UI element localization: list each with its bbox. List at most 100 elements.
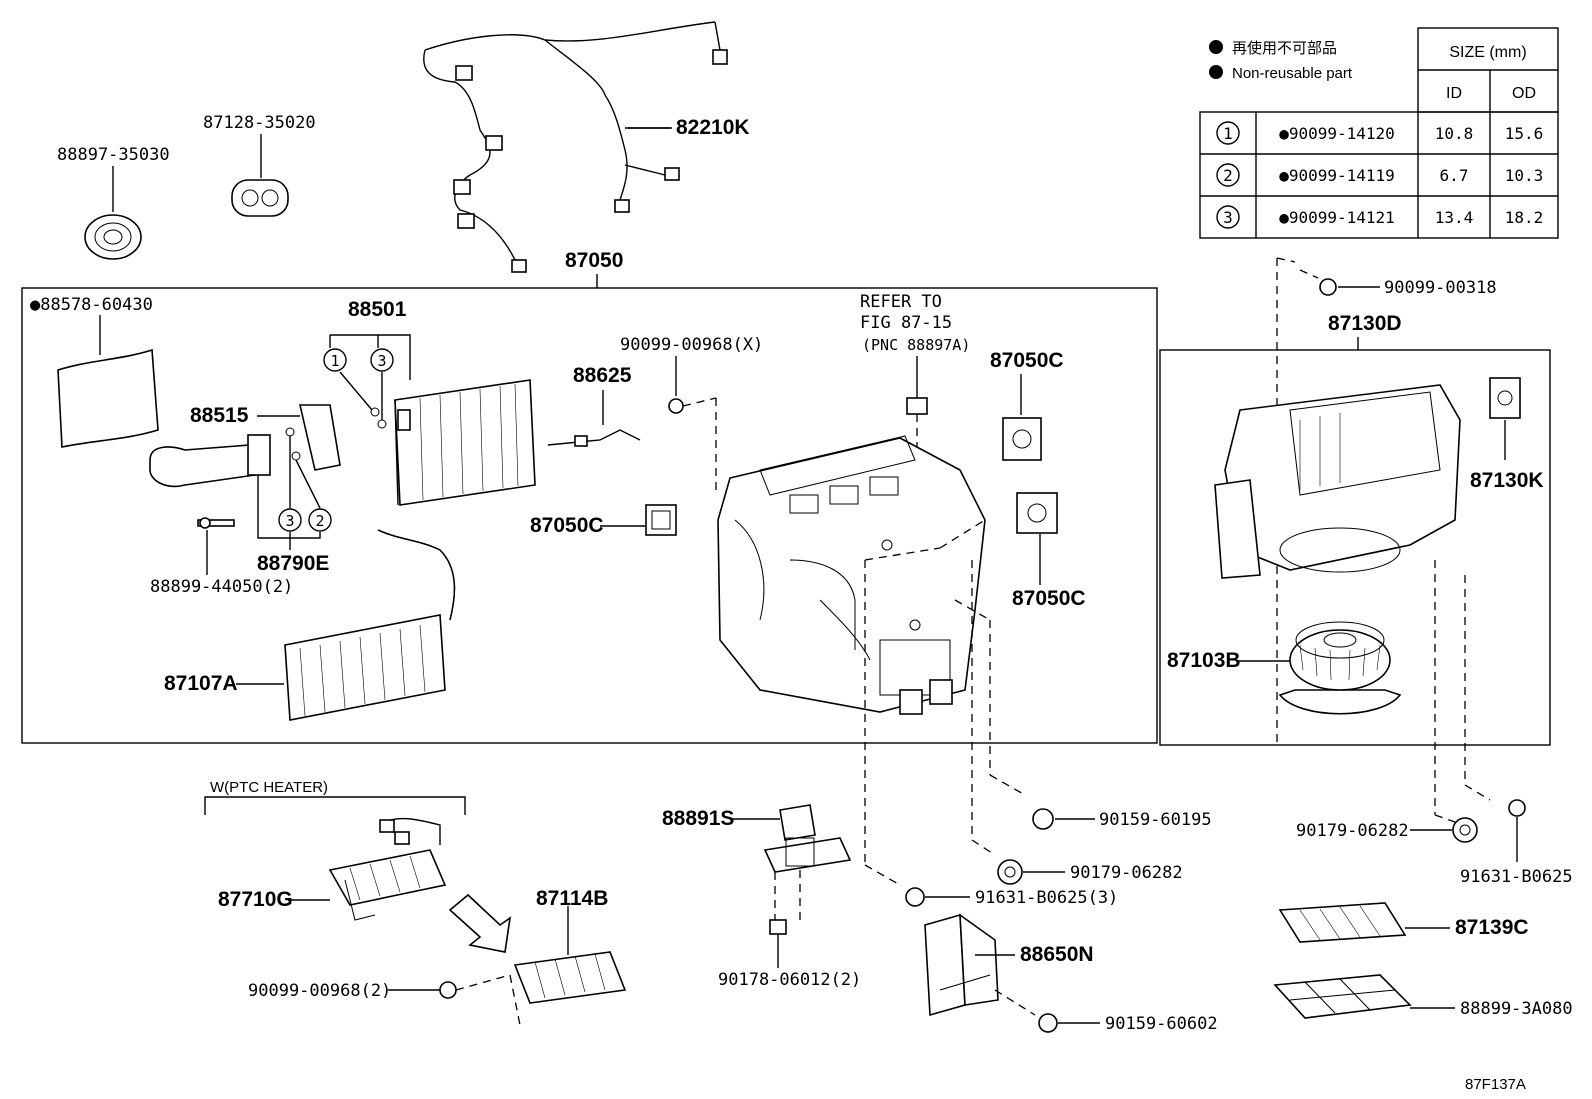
screw-88899-44050: 88899-44050(2) <box>150 517 293 597</box>
part-label-87050: 87050 <box>565 249 623 272</box>
grommet-icon <box>231 179 289 217</box>
blower-unit-assembly-box <box>1159 349 1551 746</box>
servo-motor-icon <box>1002 417 1042 461</box>
table-row-ref: 2 <box>1223 166 1233 185</box>
heater-core-icon <box>284 614 446 721</box>
part-label-88899-44050: 88899-44050(2) <box>150 577 293 597</box>
screw-91631-b0625-3: 91631-B0625(3) <box>905 887 1118 908</box>
connector-icon <box>455 65 473 81</box>
legend-bullet-icon <box>1209 65 1223 79</box>
blower-motor-87103b: 87103B <box>1167 621 1402 715</box>
expansion-valve-88515: 88515 <box>149 404 341 488</box>
table-row-od: 18.2 <box>1505 208 1544 227</box>
size-table-col-od: OD <box>1512 85 1536 102</box>
part-label-91631-b0625-right: 91631-B0625 <box>1460 867 1573 887</box>
part-label-87130k: 87130K <box>1470 469 1544 492</box>
ptc-heater-group: W(PTC HEATER) 87710G 87114B 90099-00968(… <box>204 779 627 1026</box>
part-label-90179-06282-right: 90179-06282 <box>1296 821 1409 841</box>
filter-87139c: 87139C <box>1278 902 1529 943</box>
screw-icon <box>1508 799 1526 817</box>
part-label-90099-00968x: 90099-00968(X) <box>620 335 763 355</box>
part-label-87103b: 87103B <box>1167 649 1241 672</box>
grommet-87128-35020: 87128-35020 <box>203 113 316 217</box>
nut-90179-06282-right: 90179-06282 <box>1296 817 1478 843</box>
heater-case-icon <box>717 437 986 713</box>
connector-icon <box>379 819 395 833</box>
part-label-88891s: 88891S <box>662 807 734 830</box>
legend-bullet-icon <box>1209 40 1223 54</box>
blower-case-icon <box>1224 384 1461 571</box>
part-label-88501: 88501 <box>348 298 407 321</box>
part-label-88899-3a080: 88899-3A080 <box>1460 999 1573 1019</box>
part-label-82210k: 82210K <box>676 116 750 139</box>
legend-text-jp: 再使用不可部品 <box>1232 40 1337 57</box>
blower-fan-icon <box>1289 629 1391 691</box>
connector-icon <box>457 213 475 229</box>
circle-ref-2: 2 <box>315 512 324 530</box>
sensor-88625: 88625 <box>547 364 641 447</box>
part-label-90179-06282-center: 90179-06282 <box>1070 863 1183 883</box>
heater-core-87107a: 87107A <box>164 529 456 721</box>
reference-note-line3: (PNC 88897A) <box>862 336 970 354</box>
nut-icon <box>769 919 787 935</box>
refrigerant-pipe-icon <box>149 444 256 488</box>
reference-note-line2: FIG 87-15 <box>860 313 952 333</box>
wire-harness-82210k: 82210K <box>423 21 750 273</box>
screw-icon <box>439 981 457 999</box>
screw-90159-60602: 90159-60602 <box>1038 1013 1218 1034</box>
table-row-id: 10.8 <box>1435 124 1474 143</box>
connector-icon <box>453 179 471 195</box>
part-label-90178-06012: 90178-06012(2) <box>718 970 861 990</box>
part-label-87114b: 87114B <box>536 887 608 910</box>
screw-icon <box>197 519 235 527</box>
size-table-col-id: ID <box>1446 85 1462 102</box>
mount-88891s: 88891S 90178-06012(2) <box>662 804 861 990</box>
connector-icon <box>485 135 503 151</box>
circle-ref-3: 3 <box>377 352 386 370</box>
part-label-88578-60430: ●88578-60430 <box>30 295 153 315</box>
table-row: 1 ●90099-14120 10.8 15.6 <box>1216 121 1543 145</box>
screw-90099-00968x: 90099-00968(X) <box>620 335 763 490</box>
servo-motor-87050c-bottom: 87050C <box>1012 492 1086 610</box>
table-row-id: 6.7 <box>1440 166 1469 185</box>
connector-icon <box>664 167 680 181</box>
connector-icon <box>614 199 630 213</box>
diagram-code: 87F137A <box>1465 1076 1526 1093</box>
table-row-part: ●90099-14119 <box>1279 166 1395 185</box>
screw-icon <box>905 887 925 907</box>
size-table: SIZE (mm) ID OD 1 ●90099-14120 10.8 15.6… <box>1199 27 1559 239</box>
size-table-title: SIZE (mm) <box>1449 44 1526 61</box>
evaporator-core-icon <box>394 379 536 506</box>
part-label-87050c-left: 87050C <box>530 514 604 537</box>
screw-icon <box>668 398 684 414</box>
valve-body-icon <box>298 404 341 471</box>
circle-ref-1: 1 <box>330 352 339 370</box>
grommet-88897-35030: 88897-35030 <box>57 145 170 260</box>
reference-note: REFER TO FIG 87-15 (PNC 88897A) <box>860 292 970 548</box>
servo-motor-87050c-top: 87050C <box>990 349 1064 461</box>
ptc-element-icon <box>513 951 627 1004</box>
part-label-88897-35030: 88897-35030 <box>57 145 170 165</box>
servo-motor-icon <box>1016 492 1058 534</box>
connector-icon <box>394 831 410 845</box>
circle-ref-3: 3 <box>285 512 294 530</box>
cabin-filter-icon <box>1278 902 1407 943</box>
connector-icon <box>712 49 728 65</box>
ecu-88650n: 88650N <box>924 913 1094 1017</box>
table-row-ref: 1 <box>1223 124 1233 143</box>
grommet-icon <box>84 214 142 260</box>
screw-icon <box>1032 808 1054 830</box>
screw-91631-b0625-right: 91631-B0625 <box>1460 799 1573 887</box>
part-label-87128-35020: 87128-35020 <box>203 113 316 133</box>
connector-icon <box>511 259 527 273</box>
o-ring-group-88790e: 3 2 88790E <box>257 436 332 575</box>
bulb-icon <box>906 397 928 415</box>
part-label-87050c-bottom: 87050C <box>1012 587 1086 610</box>
table-row: 2 ●90099-14119 6.7 10.3 <box>1216 163 1543 187</box>
arrow-icon <box>448 893 512 953</box>
servo-motor-icon <box>1489 377 1521 419</box>
screw-90159-60195: 90159-60195 <box>1032 808 1212 830</box>
part-label-88515: 88515 <box>190 404 249 427</box>
filter-88578-60430: ●88578-60430 <box>30 295 159 448</box>
part-label-91631-b0625-3: 91631-B0625(3) <box>975 888 1118 908</box>
